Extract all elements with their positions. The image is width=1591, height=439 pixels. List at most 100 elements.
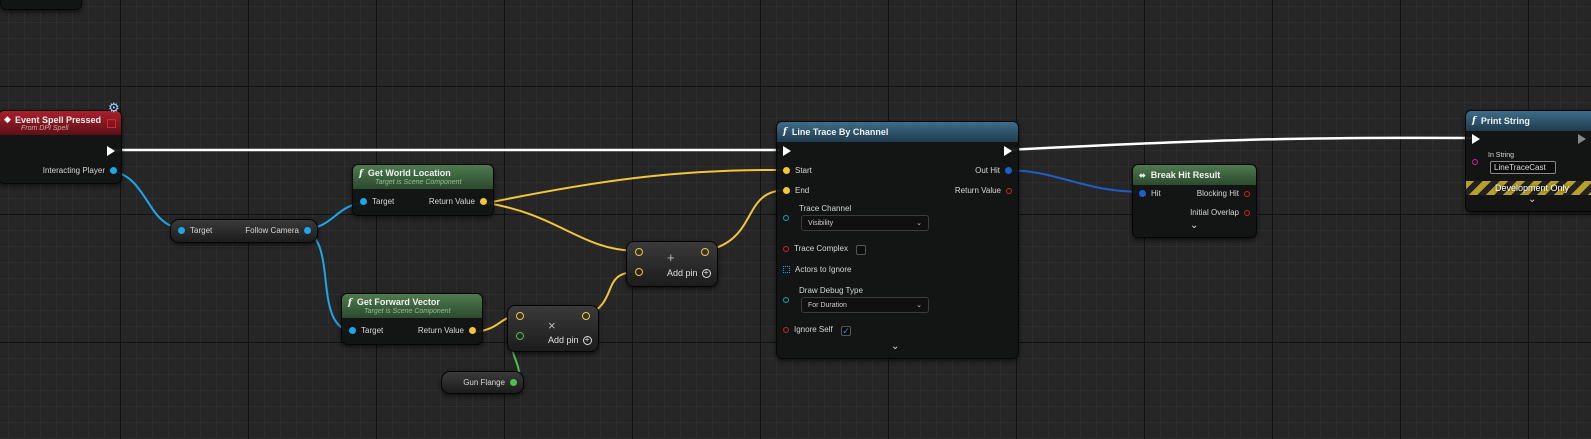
follow-camera-target-label: Target (190, 226, 213, 235)
vector-wire (486, 202, 638, 252)
break-hit-title: Break Hit Result (1150, 170, 1221, 180)
multiply-add-pin-button[interactable]: Add pin+ (548, 335, 592, 345)
follow-camera-getter[interactable]: Target Follow Camera (170, 219, 318, 243)
break-struct-icon: ⬌ (1139, 170, 1146, 180)
multiply-out-pin[interactable] (582, 312, 590, 320)
lt-actors-ignore-pin[interactable]: Actors to Ignore (783, 265, 851, 274)
add-circle-icon: + (701, 268, 711, 278)
function-icon: f (359, 169, 363, 179)
add-in-a-pin[interactable] (635, 248, 643, 256)
lt-draw-debug-label: Draw Debug Type (799, 286, 863, 295)
draw-debug-value: For Duration (808, 301, 847, 309)
lt-trace-complex-label: Trace Complex (794, 244, 848, 253)
lt-exec-out-pin[interactable] (1004, 146, 1012, 156)
lt-start-label: Start (795, 166, 812, 175)
add-node[interactable]: + Add pin+ (626, 241, 718, 287)
lt-exec-in-pin[interactable] (783, 146, 791, 156)
gun-flange-label: Gun Flange (463, 378, 505, 387)
gfv-target-pin[interactable]: Target (349, 326, 383, 335)
gfv-return-label: Return Value (417, 326, 464, 335)
chevron-down-icon: ⌄ (916, 302, 922, 309)
gwl-return-label: Return Value (428, 197, 475, 206)
add-add-pin-label: Add pin (667, 268, 698, 278)
multiply-symbol: × (548, 318, 556, 333)
struct-wire (1003, 169, 1146, 193)
lt-ignore-self-label: Ignore Self (794, 325, 833, 334)
ps-exec-out-pin[interactable] (1578, 134, 1586, 144)
development-only-banner: Development Only (1466, 181, 1591, 195)
offscreen-node[interactable] (0, 0, 82, 10)
event-header: Event Spell Pressed From DPI Spell (0, 111, 121, 135)
gfv-target-label: Target (361, 326, 384, 335)
follow-camera-output-label: Follow Camera (245, 226, 299, 235)
event-diamond-icon: ◆ (4, 114, 11, 124)
in-string-field[interactable]: LineTraceCast (1490, 161, 1556, 174)
line-trace-title: Line Trace By Channel (791, 127, 889, 137)
lt-actors-ignore-label: Actors to Ignore (795, 265, 852, 274)
bh-overlap-pin[interactable]: Initial Overlap (1190, 208, 1250, 217)
bh-hit-pin[interactable]: Hit (1139, 189, 1161, 198)
trace-complex-checkbox[interactable] (856, 245, 866, 255)
ps-in-string-label: In String (1488, 152, 1515, 159)
lt-return-pin[interactable]: Return Value (955, 186, 1012, 195)
expand-chevron-icon[interactable]: ⌄ (891, 341, 900, 352)
follow-camera-target-pin[interactable]: Target (178, 226, 212, 235)
gun-flange-pin[interactable]: Gun Flange (463, 378, 517, 387)
add-out-pin[interactable] (701, 248, 709, 256)
bh-overlap-label: Initial Overlap (1190, 208, 1239, 217)
function-icon: f (348, 298, 352, 308)
expand-chevron-icon[interactable]: ⌄ (1190, 220, 1199, 231)
vector-wire (704, 189, 788, 252)
lt-start-pin[interactable]: Start (783, 166, 812, 175)
ps-exec-in-pin[interactable] (1472, 134, 1480, 144)
bh-blocking-pin[interactable]: Blocking Hit (1197, 189, 1250, 198)
lt-trace-channel-pin[interactable] (783, 215, 789, 221)
add-in-b-pin[interactable] (635, 268, 643, 276)
multiply-in-b-pin[interactable] (516, 332, 524, 340)
print-string-title: Print String (1480, 116, 1530, 126)
draw-debug-dropdown[interactable]: For Duration ⌄ (801, 297, 929, 313)
lt-out-hit-label: Out Hit (975, 166, 1000, 175)
expand-chevron-icon[interactable]: ⌄ (1528, 194, 1537, 205)
line-trace-header: f Line Trace By Channel (777, 122, 1018, 142)
array-grid-icon (783, 266, 790, 273)
line-trace-node[interactable]: f Line Trace By Channel Start End Out Hit… (776, 121, 1019, 359)
gfv-return-pin[interactable]: Return Value (418, 326, 476, 335)
get-world-location-title: Get World Location (367, 168, 451, 178)
trace-channel-dropdown[interactable]: Visibility⌄ (801, 215, 929, 231)
interacting-player-pin[interactable]: Interacting Player (43, 166, 117, 175)
lt-end-pin[interactable]: End (783, 186, 809, 195)
lt-out-hit-pin[interactable]: Out Hit (975, 166, 1012, 175)
event-title: Event Spell Pressed (15, 114, 102, 125)
break-hit-result-node[interactable]: ⬌ Break Hit Result Hit Blocking Hit Initi… (1132, 164, 1257, 238)
lt-ignore-self-pin[interactable]: Ignore Self (783, 325, 833, 334)
follow-camera-output-pin[interactable]: Follow Camera (245, 226, 311, 235)
gun-flange-getter[interactable]: Gun Flange (441, 371, 524, 394)
lt-draw-debug-pin[interactable] (783, 297, 789, 303)
exec-out-pin[interactable] (107, 146, 115, 156)
gwl-return-pin[interactable]: Return Value (429, 197, 487, 206)
delegate-square-icon[interactable] (107, 119, 116, 128)
trace-channel-value: Visibility (808, 219, 834, 227)
gwl-target-pin[interactable]: Target (360, 197, 394, 206)
ignore-self-checkbox[interactable]: ✓ (841, 326, 851, 336)
event-subtitle: From DPI Spell (21, 124, 69, 132)
print-string-node[interactable]: f Print String In String LineTraceCast De… (1465, 110, 1591, 212)
multiply-in-a-pin[interactable] (516, 312, 524, 320)
lt-return-label: Return Value (954, 186, 1001, 195)
add-add-pin-button[interactable]: Add pin+ (667, 268, 711, 278)
multiply-node[interactable]: × Add pin+ (507, 305, 599, 352)
bh-hit-label: Hit (1151, 189, 1161, 198)
event-spell-pressed-node[interactable]: Event Spell Pressed From DPI Spell ◆ Int… (0, 110, 122, 184)
function-icon: f (783, 127, 787, 137)
ps-in-string-pin[interactable] (1472, 159, 1478, 165)
print-string-header: f Print String (1466, 111, 1591, 131)
function-icon: f (1472, 116, 1476, 126)
break-hit-header: ⬌ Break Hit Result (1133, 165, 1256, 185)
lt-trace-complex-pin[interactable]: Trace Complex (783, 244, 848, 253)
vector-wire (486, 168, 788, 204)
